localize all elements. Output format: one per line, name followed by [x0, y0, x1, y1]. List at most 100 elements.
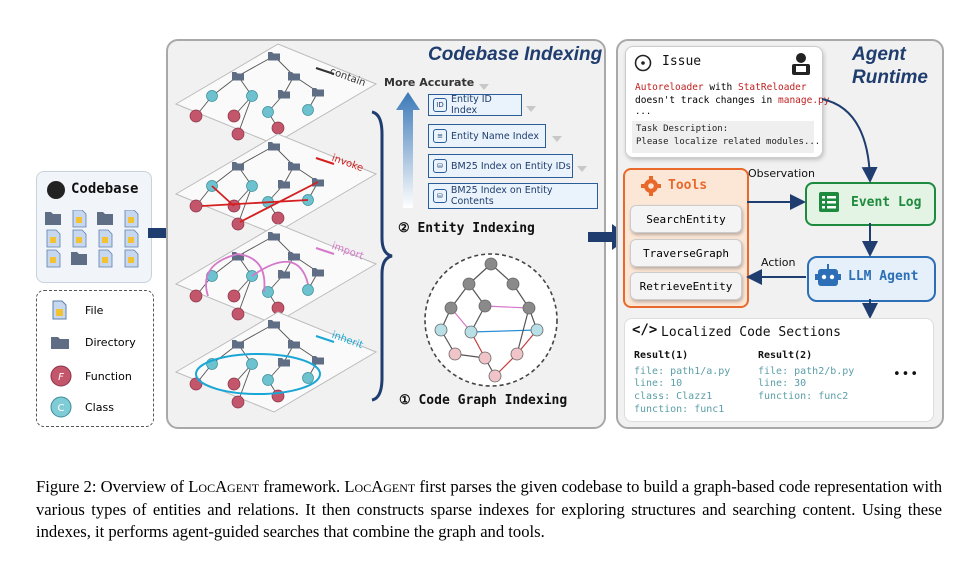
- folder-icon: [45, 212, 61, 225]
- locagent-name: LocAgent: [188, 477, 260, 496]
- folder-icon: [312, 88, 324, 97]
- more-accurate-label: More Accurate: [384, 76, 475, 89]
- folder-icon: [71, 252, 87, 265]
- entity-name-index-label: Entity Name Index: [451, 130, 539, 142]
- function-node-icon: F: [50, 365, 72, 387]
- legend-function: F Function: [50, 365, 132, 387]
- function-node: [227, 377, 241, 391]
- graph-layer-import: [174, 223, 378, 325]
- function-node: [189, 199, 203, 213]
- db-icon: ⛁: [433, 189, 447, 203]
- graph-node: [506, 277, 520, 291]
- issue-text-line2: doesn't track changes in manage.py.: [635, 95, 835, 106]
- invoke-edge: [239, 181, 319, 223]
- class-node-icon: C: [50, 396, 72, 418]
- legend-file: File: [50, 300, 103, 320]
- graph-node: [462, 277, 476, 291]
- function-node: [189, 289, 203, 303]
- folder-icon: [51, 337, 69, 349]
- tool-retrieve-entity: RetrieveEntity: [630, 272, 742, 300]
- folder-icon: [278, 90, 290, 99]
- graph-node: [478, 299, 492, 313]
- folder-icon: [288, 72, 300, 81]
- function-node: [231, 127, 245, 141]
- bm25-ids-index-label: BM25 Index on Entity IDs: [451, 160, 571, 172]
- folder-icon: [278, 358, 290, 367]
- graph-layer-inherit: [174, 311, 378, 413]
- graph-node: [448, 347, 462, 361]
- import-edge: [251, 261, 309, 285]
- graph-edge: [516, 307, 530, 355]
- issue-task-line2: Please localize related modules...: [636, 137, 821, 147]
- graph-edge: [470, 329, 538, 333]
- graph-node: [522, 301, 536, 315]
- graph-node: [530, 323, 544, 337]
- folder-icon: [97, 212, 113, 225]
- result1-line4: function: func1: [634, 404, 725, 415]
- folder-icon: [268, 52, 280, 61]
- class-node: [246, 90, 258, 102]
- codebase-title: Codebase: [71, 181, 139, 197]
- folder-icon: [288, 162, 300, 171]
- function-node: [227, 289, 241, 303]
- developer-icon: [792, 53, 810, 75]
- entity-indexing-label: ② Entity Indexing: [398, 221, 535, 236]
- legend-directory-label: Directory: [85, 335, 136, 349]
- legend-function-label: Function: [85, 369, 132, 383]
- gear-icon: [641, 176, 661, 196]
- class-node: [262, 374, 274, 386]
- graph-layer-contain: [174, 43, 378, 145]
- graph-layer-invoke: [174, 133, 378, 235]
- graph-node: [488, 369, 502, 383]
- llm-agent-label: LLM Agent: [848, 269, 919, 284]
- file-icon: [52, 300, 67, 320]
- legend-directory: Directory: [50, 334, 136, 350]
- class-node: [246, 180, 258, 192]
- folder-icon: [268, 320, 280, 329]
- event-log-label: Event Log: [851, 195, 922, 210]
- codebase-indexing-title: Codebase Indexing: [428, 44, 603, 65]
- relation-arrow: [315, 67, 335, 75]
- figure-caption: Figure 2: Overview of LocAgent framework…: [36, 477, 942, 541]
- db-icon: ⛁: [433, 159, 447, 173]
- invoke-edge: [201, 199, 309, 207]
- issue-box: Issue Autoreloader with StatReloader doe…: [625, 46, 835, 158]
- function-node: [231, 395, 245, 409]
- class-node: [206, 90, 218, 102]
- code-icon: </>: [632, 322, 658, 338]
- function-node: [231, 307, 245, 321]
- bm25-contents-index-label: BM25 Index on Entity Contents: [450, 185, 553, 207]
- graph-node: [484, 257, 498, 271]
- class-node: [246, 358, 258, 370]
- result1-line3: class: Clazz1: [634, 391, 713, 402]
- function-node: [231, 217, 245, 231]
- folder-icon: [232, 162, 244, 171]
- issue-autoreloader: Autoreloader: [635, 82, 704, 93]
- graph-node: [434, 323, 448, 337]
- import-edge: [205, 253, 266, 297]
- agent-runtime-title-line2: Runtime: [852, 67, 928, 88]
- robot-icon: [815, 264, 841, 286]
- issue-statreloader: StatReloader: [737, 82, 807, 93]
- relation-arrow: [315, 157, 335, 165]
- folder-icon: [268, 232, 280, 241]
- legend-file-label: File: [85, 303, 104, 317]
- function-node: [189, 377, 203, 391]
- tool-traverse-graph: TraverseGraph: [630, 239, 742, 267]
- graph-layers: [174, 43, 378, 413]
- localized-box: [624, 318, 934, 422]
- relation-arrow: [315, 335, 335, 343]
- bm25-ids-index: ⛁ BM25 Index on Entity IDs: [428, 154, 573, 178]
- svg-text:C: C: [58, 403, 65, 414]
- tool-search-entity: SearchEntity: [630, 205, 742, 233]
- result1-heading: Result(1): [634, 350, 689, 361]
- issue-period: .: [829, 95, 836, 106]
- folder-icon: [232, 72, 244, 81]
- result2-heading: Result(2): [758, 350, 813, 361]
- entity-name-index: ≡Entity Name Index: [428, 124, 546, 148]
- graph-node: [464, 325, 478, 339]
- entity-id-index-label: Entity ID Index: [451, 94, 492, 116]
- class-node: [262, 286, 274, 298]
- result1-line1: file: path1/a.py: [634, 366, 731, 377]
